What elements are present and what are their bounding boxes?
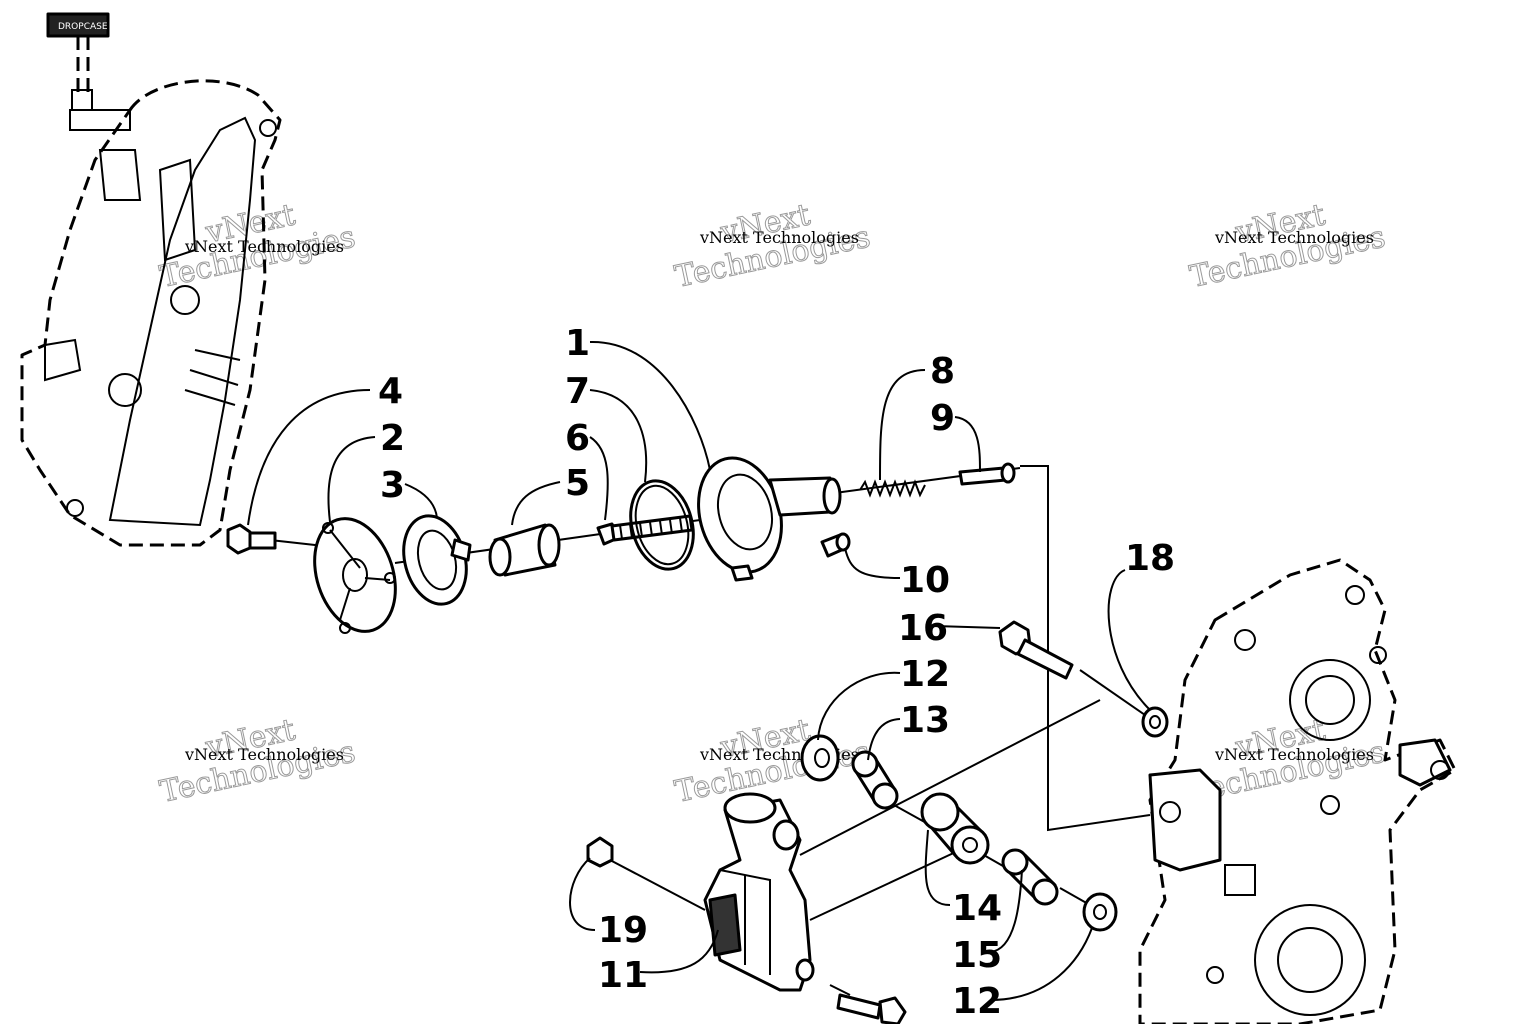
watermark-text: vNext Technologies: [1214, 745, 1374, 764]
part-sleeve-5: [488, 523, 561, 577]
callouts: 1 2 3 4 5 6 7 8 9 10 11 12 12 13 14 15 1…: [378, 323, 1175, 1022]
callout-15: 15: [952, 935, 1002, 976]
callout-8: 8: [930, 351, 955, 392]
callout-12-upper: 12: [900, 654, 950, 695]
callout-9: 9: [930, 398, 955, 439]
gear-housing: [1138, 558, 1457, 1024]
part-nut-19: [586, 836, 614, 868]
part-pin-9: [958, 462, 1016, 486]
leader-lines: [247, 340, 1151, 1001]
callout-4: 4: [378, 371, 403, 412]
part-set-screw-10: [820, 532, 851, 558]
part-threaded-rod-6: [596, 514, 694, 546]
part-roller-14: [920, 792, 990, 865]
part-bushing-15: [1001, 848, 1059, 906]
part-bearing-3: [402, 514, 472, 606]
callout-6: 6: [565, 418, 590, 459]
watermark-text: vNext Technologies: [184, 745, 344, 764]
callout-3: 3: [380, 465, 405, 506]
callout-5: 5: [565, 463, 590, 504]
watermark-text: vNext Technologies: [699, 228, 859, 247]
part-tensioner-arm-11: [703, 792, 815, 992]
part-o-ring-7: [629, 479, 695, 571]
dropcase-tag-label: DROPCASE: [58, 22, 108, 32]
callout-18: 18: [1125, 538, 1175, 579]
part-spacer-13: [851, 750, 899, 810]
chaincase-housing: DROPCASE: [20, 12, 282, 547]
callout-13: 13: [900, 700, 950, 741]
callout-10: 10: [900, 560, 950, 601]
callout-16: 16: [898, 608, 948, 649]
part-washer-18: [1141, 706, 1169, 738]
callout-2: 2: [380, 418, 405, 459]
part-retainer-plate-2: [313, 517, 397, 634]
part-bolt-bottom: [836, 993, 907, 1024]
callout-7: 7: [565, 371, 590, 412]
callout-14: 14: [952, 888, 1002, 929]
part-hex-bolt-4: [226, 523, 277, 555]
callout-12-lower: 12: [952, 981, 1002, 1022]
part-washer-12-lower: [1082, 892, 1118, 932]
part-shoulder-bolt-16: [998, 620, 1074, 680]
part-tensioner-housing-1: [697, 456, 842, 582]
part-spring-8: [859, 479, 926, 498]
part-washer-12-upper: [800, 734, 840, 782]
watermark-text: vNext Technologies: [1214, 228, 1374, 247]
callout-11: 11: [598, 955, 648, 996]
callout-19: 19: [598, 910, 648, 951]
callout-1: 1: [565, 323, 590, 364]
